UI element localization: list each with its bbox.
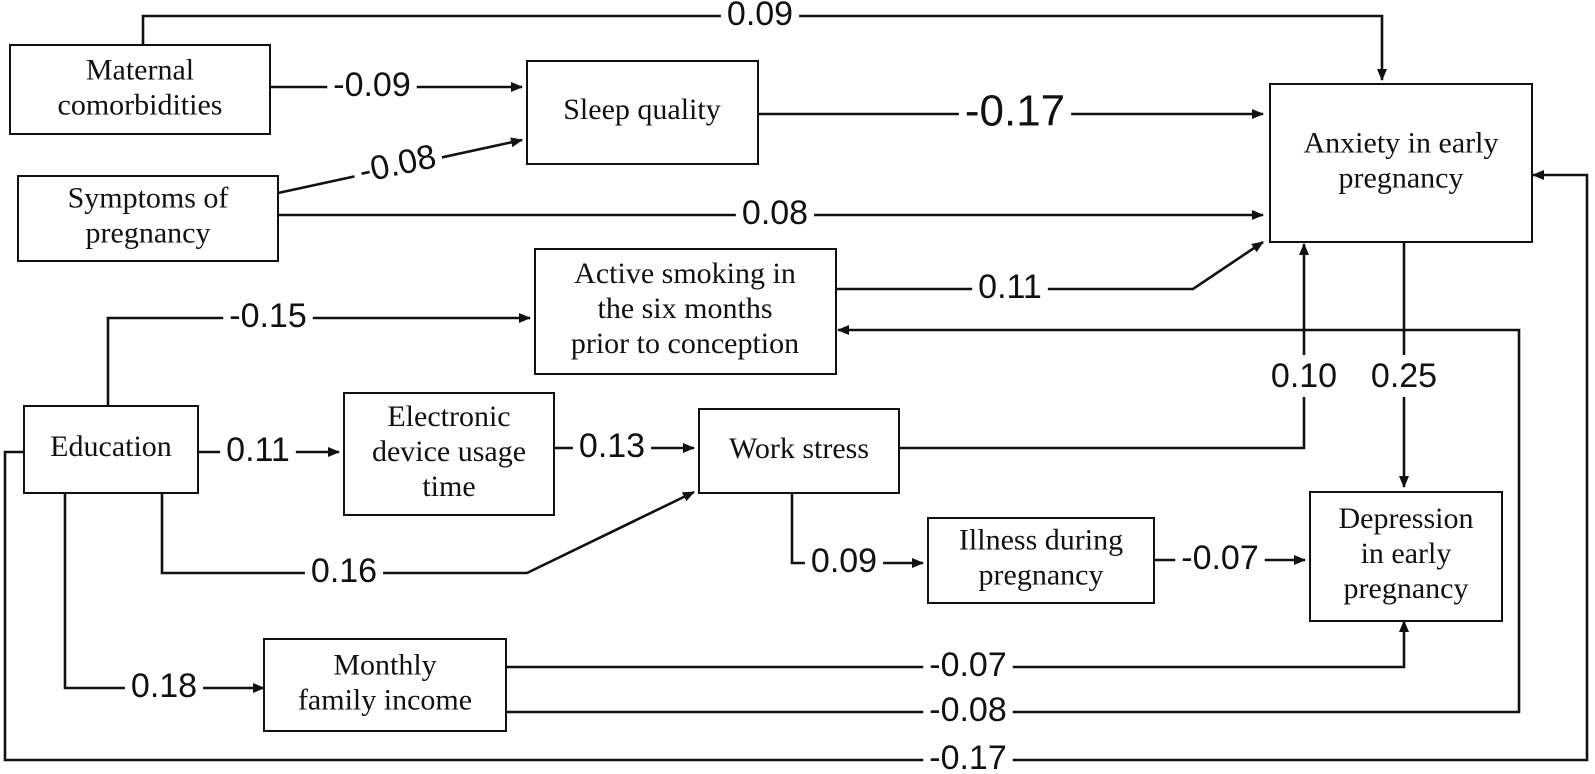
node-label-line: Active smoking in — [574, 257, 796, 290]
node-label-line: pregnancy — [1344, 572, 1469, 605]
node-label-line: Sleep quality — [563, 93, 720, 126]
node-box-maternal — [9, 44, 271, 135]
label-background — [720, 0, 800, 35]
coef-education-device: 0.11 — [226, 431, 290, 469]
edge-education-anxiety — [3, 170, 1589, 762]
label-background — [972, 265, 1048, 308]
coefficient-labels: 0.09 -0.09 -0.17 -0.08 0.08 0.11 -0.15 0… — [124, 0, 1444, 774]
node-education: Education — [50, 430, 172, 463]
node-label-line: pregnancy — [86, 216, 211, 249]
coef-income-depression: -0.07 — [929, 646, 1007, 684]
node-box-device — [343, 392, 555, 516]
node-box-smoking — [534, 248, 837, 375]
node-label-line: device usage — [372, 435, 526, 468]
node-label-line: Symptoms of — [68, 181, 229, 214]
coef-smoking-anxiety: 0.11 — [978, 268, 1042, 306]
node-label-line: Depression — [1339, 502, 1474, 535]
node-label-line: Monthly — [333, 648, 436, 681]
node-box-illness — [927, 517, 1155, 604]
coef-device-stress: 0.13 — [579, 427, 645, 465]
edge-income-depression — [506, 620, 1409, 669]
node-label-line: Illness during — [959, 523, 1123, 556]
label-background — [1364, 354, 1444, 397]
node-label-line: Maternal — [86, 53, 194, 86]
label-background — [804, 539, 884, 582]
node-label-line: time — [422, 470, 475, 503]
edge-stress-anxiety — [899, 243, 1309, 450]
label-background — [572, 424, 652, 467]
node-label-line: comorbidities — [58, 88, 223, 121]
label-background — [304, 549, 384, 592]
coef-illness-depression: -0.07 — [1181, 539, 1259, 577]
node-box-depression — [1309, 491, 1503, 622]
node-label-line: the six months — [597, 292, 772, 325]
node-box-anxiety — [1269, 83, 1533, 243]
coef-symptoms-sleep: -0.08 — [356, 137, 440, 190]
node-label-line: Education — [50, 430, 172, 463]
node-label-line: Anxiety in early — [1304, 126, 1499, 159]
coef-stress-illness: 0.09 — [811, 542, 877, 580]
coef-education-stress: 0.16 — [311, 552, 377, 590]
node-label-line: Electronic — [387, 400, 510, 433]
label-background — [349, 134, 446, 194]
edge-smoking-anxiety — [836, 240, 1264, 291]
node-label-line: family income — [298, 683, 472, 716]
node-box-sleep — [526, 60, 759, 165]
label-background — [327, 63, 417, 106]
coef-anxiety-depression: 0.25 — [1371, 357, 1437, 395]
node-box-income — [263, 638, 507, 732]
node-label-line: Work stress — [729, 432, 869, 465]
coef-income-smoking: -0.08 — [929, 691, 1007, 729]
edge-education-smoking — [106, 313, 531, 406]
label-background — [1264, 354, 1344, 397]
label-background — [1175, 536, 1265, 579]
label-background — [220, 428, 296, 471]
label-background — [735, 191, 815, 234]
coef-symptoms-anxiety: 0.08 — [742, 194, 808, 232]
label-background — [923, 736, 1013, 774]
node-label-line: pregnancy — [979, 558, 1104, 591]
node-box-education — [23, 405, 199, 494]
label-background — [223, 294, 313, 337]
label-background — [923, 688, 1013, 731]
coef-maternal-sleep: -0.09 — [333, 66, 411, 104]
label-background — [958, 84, 1072, 138]
coef-sleep-anxiety: -0.17 — [965, 87, 1065, 136]
coef-education-smoking: -0.15 — [229, 297, 307, 335]
node-label-line: prior to conception — [571, 327, 799, 360]
node-label-line: in early — [1361, 537, 1452, 570]
node-work-stress: Work stress — [729, 432, 869, 465]
node-box-stress — [698, 408, 900, 494]
coef-education-income: 0.18 — [131, 667, 197, 705]
label-background — [124, 664, 204, 707]
coef-education-anxiety: -0.17 — [929, 739, 1007, 774]
node-label-line: pregnancy — [1339, 161, 1464, 194]
label-background — [923, 643, 1013, 686]
node-box-symptoms — [17, 175, 279, 262]
edge-education-income — [63, 493, 265, 693]
coef-maternal-anxiety: 0.09 — [727, 0, 793, 33]
coef-stress-anxiety: 0.10 — [1271, 357, 1337, 395]
node-sleep-quality: Sleep quality — [563, 93, 720, 126]
